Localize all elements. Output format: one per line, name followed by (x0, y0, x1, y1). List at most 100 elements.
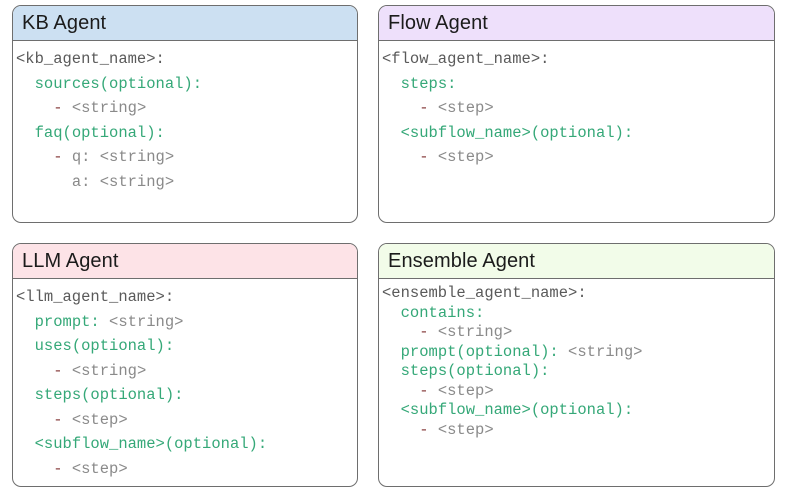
panel-body-flow-agent: <flow_agent_name>: steps: - <step> <subf… (379, 41, 774, 170)
code-token-dash: - (419, 381, 429, 400)
code-token-plain (16, 411, 53, 429)
code-token-plain (382, 343, 401, 361)
code-token-plain (382, 124, 401, 142)
code-line: prompt(optional): <string> (382, 343, 774, 363)
code-line: - <step> (382, 382, 774, 402)
panel-flow-agent: Flow Agent <flow_agent_name>: steps: - <… (378, 5, 775, 223)
code-line: <subflow_name>(optional): (16, 432, 357, 457)
code-token-plain (16, 173, 72, 191)
code-token-plain (382, 304, 401, 322)
code-token-key: steps(optional): (400, 362, 550, 380)
code-line: prompt: <string> (16, 310, 357, 335)
code-token-val: <step> (428, 420, 494, 439)
panel-header-flow-agent: Flow Agent (379, 6, 774, 41)
code-token-plain (382, 421, 419, 439)
code-token-dash: - (419, 99, 429, 117)
code-token-plain (16, 99, 53, 117)
code-token-dash: - (53, 459, 63, 478)
panel-title-kb-agent: KB Agent (22, 12, 107, 34)
code-line: sources(optional): (16, 72, 357, 97)
code-line: - <string> (16, 359, 357, 384)
code-line: <ensemble_agent_name>: (382, 284, 774, 304)
code-token-key: <subflow_name>(optional): (400, 401, 634, 419)
code-line: <subflow_name>(optional): (382, 401, 774, 421)
code-line: <llm_agent_name>: (16, 285, 357, 310)
code-line: steps(optional): (382, 362, 774, 382)
code-token-dash: - (419, 148, 429, 166)
code-token-dash: - (53, 148, 63, 166)
code-line: steps: (382, 72, 774, 97)
code-token-plain (16, 313, 35, 331)
code-line: - <step> (382, 145, 774, 170)
code-token-plain (16, 124, 35, 142)
code-token-plain: <ensemble_agent_name>: (382, 284, 587, 302)
code-token-val: <step> (428, 148, 494, 166)
code-token-key: prompt(optional): (400, 342, 559, 361)
code-token-key: <subflow_name>(optional): (34, 435, 268, 453)
panel-body-llm-agent: <llm_agent_name>: prompt: <string> uses(… (13, 279, 357, 481)
code-token-plain (16, 386, 35, 404)
code-line: contains: (382, 304, 774, 324)
code-token-plain (382, 382, 419, 400)
code-token-val: <step> (62, 410, 128, 429)
code-token-key: steps: (400, 74, 457, 93)
code-token-dash: - (53, 410, 63, 429)
code-token-plain (16, 75, 35, 93)
code-line: - q: <string> (16, 145, 357, 170)
code-token-dash: - (53, 361, 63, 380)
code-line: uses(optional): (16, 334, 357, 359)
code-token-val: <string> (558, 342, 643, 361)
panel-body-kb-agent: <kb_agent_name>: sources(optional): - <s… (13, 41, 357, 194)
code-token-val: <step> (428, 381, 494, 400)
code-line: - <step> (16, 457, 357, 482)
code-token-key: steps(optional): (34, 386, 184, 404)
panel-title-llm-agent: LLM Agent (22, 250, 119, 272)
code-token-val: <string> (62, 361, 147, 380)
code-token-plain (16, 337, 35, 355)
code-token-key: contains: (400, 303, 485, 322)
code-line: <kb_agent_name>: (16, 47, 357, 72)
code-token-val: <step> (428, 99, 494, 117)
code-line: <flow_agent_name>: (382, 47, 774, 72)
code-line: <subflow_name>(optional): (382, 121, 774, 146)
code-token-val: <string> (428, 323, 513, 341)
code-token-plain (382, 401, 401, 419)
code-line: - <step> (382, 421, 774, 441)
code-token-key: sources(optional): (34, 74, 203, 93)
code-line: a: <string> (16, 170, 357, 195)
code-token-plain: <kb_agent_name>: (16, 50, 165, 68)
code-token-val: q: <string> (62, 148, 175, 166)
code-token-plain (16, 435, 35, 453)
code-token-val: <string> (62, 99, 147, 117)
code-token-plain (382, 148, 419, 166)
panel-header-kb-agent: KB Agent (13, 6, 357, 41)
code-token-plain (16, 362, 53, 380)
panel-ensemble-agent: Ensemble Agent <ensemble_agent_name>: co… (378, 243, 775, 487)
panel-header-ensemble-agent: Ensemble Agent (379, 244, 774, 279)
code-token-plain (382, 362, 401, 380)
code-line: steps(optional): (16, 383, 357, 408)
code-token-plain: <llm_agent_name>: (16, 288, 175, 306)
code-token-plain (382, 323, 419, 341)
code-token-val: <step> (62, 459, 128, 478)
code-line: - <string> (16, 96, 357, 121)
panel-title-flow-agent: Flow Agent (388, 12, 488, 34)
code-token-val: a: <string> (71, 172, 175, 191)
panel-title-ensemble-agent: Ensemble Agent (388, 250, 536, 272)
code-token-key: <subflow_name>(optional): (400, 123, 634, 142)
panel-header-llm-agent: LLM Agent (13, 244, 357, 279)
code-token-dash: - (419, 420, 429, 439)
code-token-dash: - (419, 323, 429, 341)
code-token-key: faq(optional): (34, 123, 165, 142)
code-token-plain (382, 75, 401, 93)
code-line: faq(optional): (16, 121, 357, 146)
code-line: - <step> (382, 96, 774, 121)
panel-llm-agent: LLM Agent <llm_agent_name>: prompt: <str… (12, 243, 358, 487)
code-token-dash: - (53, 99, 63, 117)
code-token-val: <string> (99, 312, 184, 331)
panel-body-ensemble-agent: <ensemble_agent_name>: contains: - <stri… (379, 279, 774, 440)
code-token-key: prompt: (34, 312, 100, 331)
panel-kb-agent: KB Agent <kb_agent_name>: sources(option… (12, 5, 358, 223)
code-token-plain (16, 460, 53, 478)
